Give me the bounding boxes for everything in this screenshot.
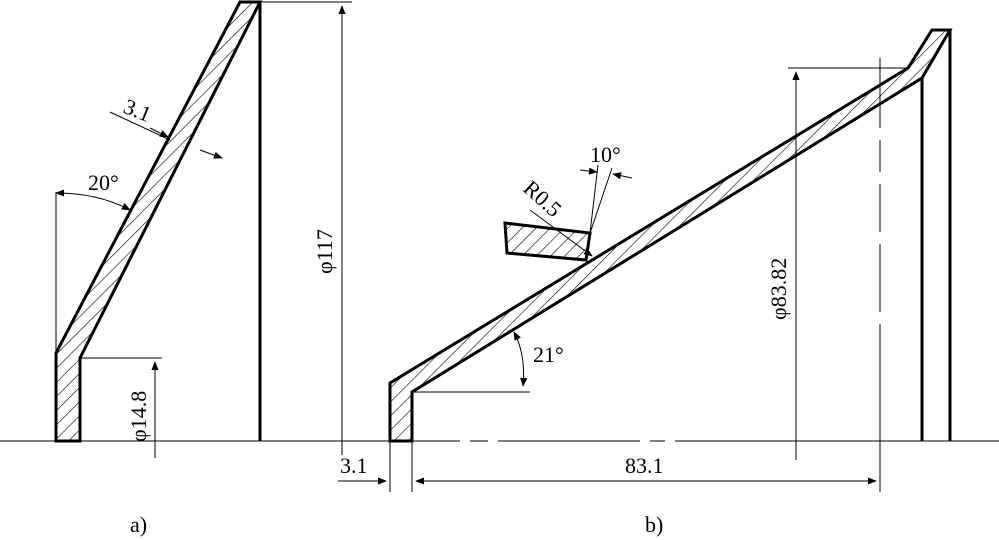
dim-b-dia: φ83.82 <box>766 67 908 460</box>
label-b-radius: R0.5 <box>519 175 567 222</box>
tool-insert <box>503 221 592 262</box>
caption-b: b) <box>645 512 663 537</box>
label-a-dia-large: φ117 <box>312 229 337 274</box>
part-b-section <box>388 28 953 443</box>
label-a-angle: 20° <box>88 170 119 195</box>
label-b-thickness: 3.1 <box>340 453 368 478</box>
label-b-angle: 21° <box>533 342 564 367</box>
label-b-dia: φ83.82 <box>766 258 791 320</box>
tool-insert-shape <box>503 221 592 262</box>
part-b-profile <box>388 28 953 443</box>
dim-b-tool-angle: 10° <box>579 142 633 234</box>
part-a-section <box>54 0 263 443</box>
dim-a-dia-large: φ117 <box>260 1 352 455</box>
dim-b-horizontal: 3.1 83.1 <box>338 58 881 492</box>
dim-b-angle: 21° <box>412 331 564 393</box>
label-b-tool-angle: 10° <box>590 142 621 167</box>
caption-a: a) <box>130 512 147 537</box>
dim-a-dia-small: φ14.8 <box>80 357 162 458</box>
part-a-profile <box>54 0 263 443</box>
label-a-thickness: 3.1 <box>120 93 155 126</box>
dim-a-angle: 20° <box>55 170 131 353</box>
label-a-dia-small: φ14.8 <box>126 391 151 442</box>
label-b-length: 83.1 <box>625 453 664 478</box>
